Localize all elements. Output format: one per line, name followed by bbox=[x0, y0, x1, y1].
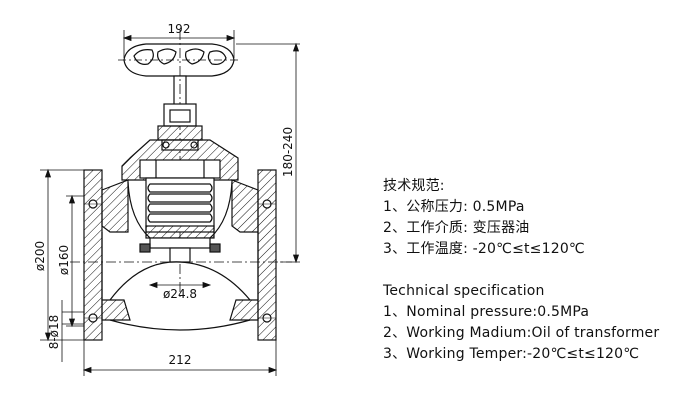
dimension-lines bbox=[40, 30, 300, 376]
spec-en-item: 2、Working Madium:Oil of transformer bbox=[383, 325, 660, 341]
spec-english: Technical specification 1、Nominal pressu… bbox=[383, 281, 659, 365]
handwheel bbox=[118, 43, 240, 77]
dim-height-range: 180-240 bbox=[281, 127, 295, 177]
dimension-labels: 192 180-240 ø200 ø160 ø24.8 8-ø18 212 bbox=[33, 22, 295, 367]
spec-cn-item: 3、工作温度: -20℃≤t≤120℃ bbox=[383, 241, 585, 257]
spec-cn-item: 2、工作介质: 变压器油 bbox=[383, 220, 530, 236]
bonnet bbox=[121, 139, 239, 181]
spec-cn-title: 技术规范: bbox=[383, 178, 445, 194]
dim-bore-diameter: ø24.8 bbox=[163, 287, 197, 301]
spec-en-item: 3、Working Temper:-20℃≤t≤120℃ bbox=[383, 346, 640, 362]
spec-cn-item: 1、公称压力: 0.5MPa bbox=[383, 199, 525, 215]
dim-face-to-face: 212 bbox=[169, 353, 192, 367]
spec-en-title: Technical specification bbox=[383, 283, 545, 299]
dim-handwheel-width: 192 bbox=[168, 22, 191, 36]
dim-bolt-circle: ø160 bbox=[57, 245, 71, 275]
spec-en-item: 1、Nominal pressure:0.5MPa bbox=[383, 304, 590, 320]
spec-chinese: 技术规范: 1、公称压力: 0.5MPa 2、工作介质: 变压器油 3、工作温度… bbox=[383, 176, 585, 260]
bellows bbox=[145, 177, 215, 239]
valve-body bbox=[70, 169, 292, 341]
dim-flange-diameter: ø200 bbox=[33, 241, 47, 271]
dim-bolt-holes: 8-ø18 bbox=[47, 315, 61, 350]
disc bbox=[139, 237, 221, 263]
